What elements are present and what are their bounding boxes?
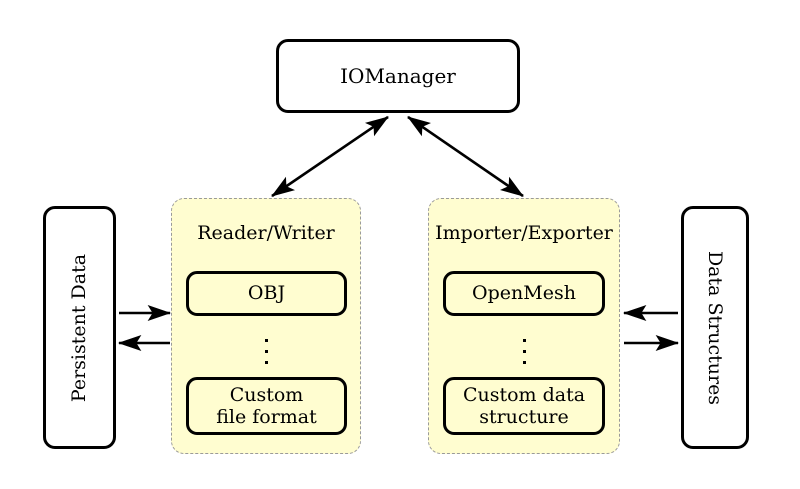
data-structures-label: Data Structures (704, 250, 726, 405)
importer-exporter-item-custom-line2: structure (479, 406, 569, 428)
importer-exporter-item-custom-line1: Custom data (462, 383, 586, 406)
reader-writer-item-custom-line2: file format (216, 406, 317, 428)
data-structures-box[interactable]: Data Structures (681, 206, 749, 449)
importer-exporter-item-custom[interactable]: Custom data structure (443, 377, 605, 435)
importer-exporter-ellipsis (523, 339, 526, 364)
reader-writer-ellipsis (265, 339, 268, 364)
persistent-data-box[interactable]: Persistent Data (43, 206, 116, 449)
arrow-manager-importer-exporter (407, 115, 524, 198)
iomanager-box[interactable]: IOManager (276, 39, 520, 113)
reader-writer-item-obj-label: OBJ (247, 282, 286, 305)
reader-writer-item-obj[interactable]: OBJ (186, 271, 347, 316)
importer-exporter-title: Importer/Exporter (435, 222, 613, 244)
reader-writer-item-custom[interactable]: Custom file format (186, 377, 347, 435)
iomanager-label: IOManager (340, 64, 456, 88)
reader-writer-title: Reader/Writer (197, 222, 335, 244)
importer-exporter-item-openmesh-label: OpenMesh (472, 282, 576, 305)
arrow-manager-reader-writer (271, 115, 389, 198)
persistent-data-label: Persistent Data (68, 253, 91, 402)
reader-writer-item-custom-line1: Custom (229, 383, 304, 406)
importer-exporter-item-openmesh[interactable]: OpenMesh (443, 271, 605, 316)
